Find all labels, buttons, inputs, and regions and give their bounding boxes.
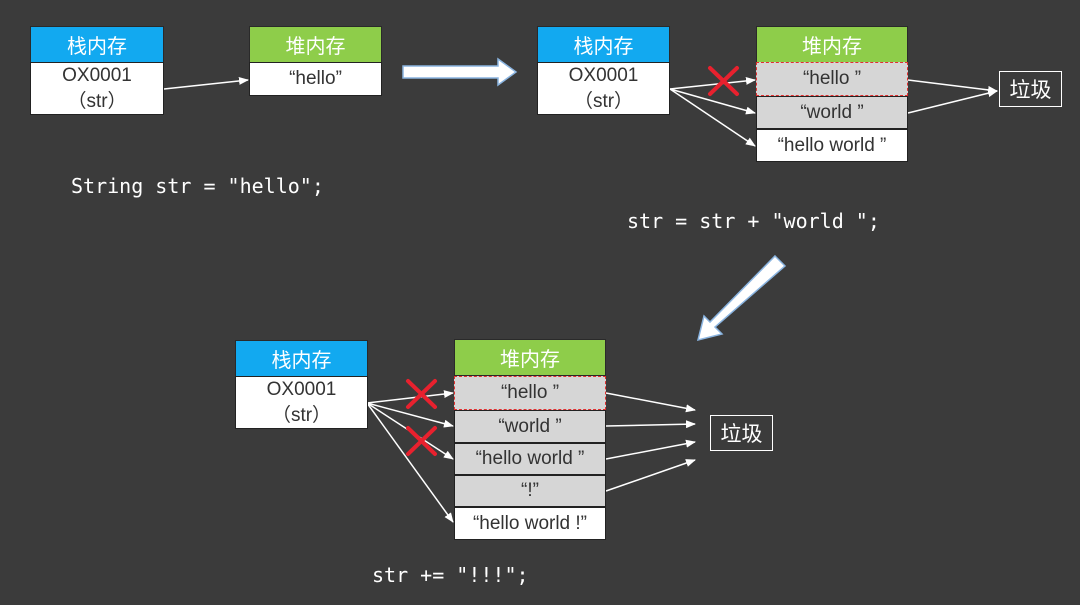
heap-memory-header: 堆内存 [756, 26, 908, 63]
garbage-box: 垃圾 [710, 415, 773, 451]
heap-string-hello-world: “hello world ” [756, 129, 908, 162]
stack-variable: （str） [573, 90, 634, 112]
garbage-arrow [605, 420, 696, 429]
stack-address: OX0001 [62, 64, 132, 86]
stack-cell: OX0001 （str） [30, 62, 164, 115]
cross-mark [406, 426, 437, 456]
pointer-arrow [366, 390, 454, 404]
pointer-arrow [669, 88, 756, 115]
garbage-arrow [907, 89, 998, 114]
stack-address: OX0001 [266, 378, 337, 400]
pointer-arrow [669, 88, 756, 147]
heap-string-hello: “hello” [249, 62, 382, 96]
stack-variable: （str） [271, 404, 332, 426]
garbage-arrow [605, 459, 696, 492]
stack-memory-header: 栈内存 [537, 26, 670, 63]
cross-mark [708, 66, 739, 96]
stack-memory-header: 栈内存 [235, 340, 368, 377]
garbage-arrow [605, 439, 696, 460]
cross-mark [406, 379, 437, 409]
heap-string-world: “world ” [454, 410, 606, 443]
garbage-arrow [907, 79, 998, 94]
pointer-arrow [669, 76, 756, 90]
stack-address: OX0001 [568, 64, 639, 86]
heap-string-hello-world-bang: “hello world !” [454, 507, 606, 540]
garbage-box: 垃圾 [999, 71, 1062, 107]
pointer-arrow [163, 76, 249, 90]
heap-string-hello-world: “hello world ” [454, 443, 606, 475]
code-step-2: str = str + "world "; [627, 209, 880, 233]
pointer-arrow [366, 402, 454, 523]
stack-memory-header: 栈内存 [30, 26, 164, 63]
heap-string-hello: “hello ” [454, 376, 606, 410]
transition-arrow-right [402, 57, 518, 87]
stack-cell: OX0001 （str） [537, 62, 670, 115]
heap-string-bang: “!” [454, 475, 606, 507]
stack-cell: OX0001 （str） [235, 376, 368, 429]
heap-memory-header: 堆内存 [249, 26, 382, 63]
heap-memory-header: 堆内存 [454, 339, 606, 376]
code-step-1: String str = "hello"; [71, 174, 324, 198]
stack-variable: （str） [67, 90, 127, 112]
heap-string-world: “world ” [756, 96, 908, 129]
garbage-arrow [605, 392, 696, 413]
heap-string-hello: “hello ” [756, 62, 908, 96]
transition-arrow-down-left [696, 254, 787, 342]
code-step-3: str += "!!!"; [372, 563, 529, 587]
pointer-arrow [366, 402, 454, 428]
